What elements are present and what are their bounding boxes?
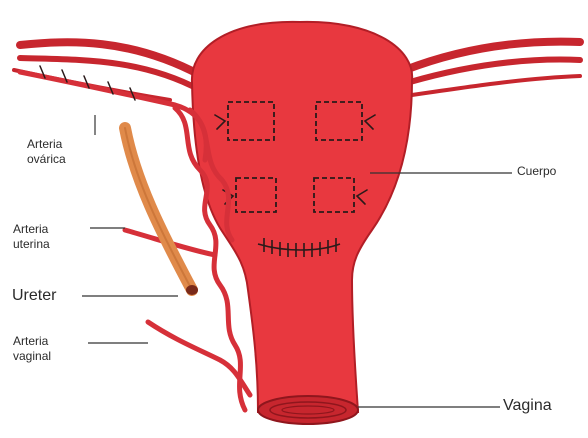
ureter <box>125 128 192 290</box>
label-arteria-vaginal: Arteria vaginal <box>13 334 51 364</box>
label-arteria-uterina-line2: uterina <box>13 237 50 252</box>
label-arteria-ovarica-line2: ovárica <box>27 152 66 167</box>
label-arteria-ovarica-line1: Arteria <box>27 137 66 152</box>
vaginal-artery <box>148 322 250 395</box>
label-arteria-vaginal-line1: Arteria <box>13 334 51 349</box>
label-arteria-vaginal-line2: vaginal <box>13 349 51 364</box>
label-arteria-ovarica: Arteria ovárica <box>27 137 66 167</box>
label-ureter: Ureter <box>12 286 56 306</box>
label-arteria-uterina-line1: Arteria <box>13 222 50 237</box>
label-vagina: Vagina <box>503 396 552 416</box>
vaginal-opening <box>258 396 358 424</box>
right-fallopian-tube <box>405 42 580 95</box>
label-cuerpo: Cuerpo <box>517 164 556 179</box>
label-arteria-uterina: Arteria uterina <box>13 222 50 252</box>
